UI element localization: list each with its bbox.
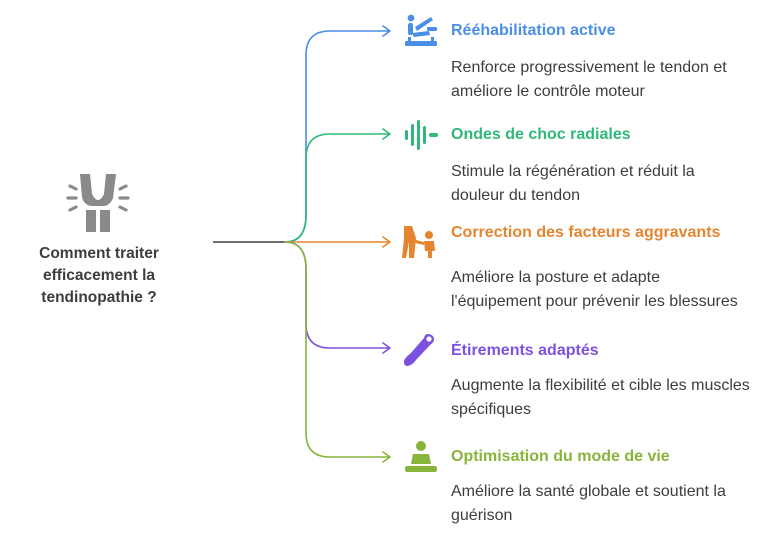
branch-title-5: Optimisation du mode de vie bbox=[451, 448, 670, 465]
branch-description-1: Renforce progressivement le tendon et am… bbox=[451, 59, 727, 100]
branch-description-5: Améliore la santé globale et soutient la… bbox=[451, 483, 726, 524]
sound-wave-icon bbox=[405, 120, 438, 150]
posture-correction-icon bbox=[402, 226, 435, 258]
knee-joint-pain-icon bbox=[66, 174, 130, 232]
branch-title-1: Rééhabilitation active bbox=[451, 22, 616, 39]
stretch-icon bbox=[404, 334, 434, 366]
branch-line-3 bbox=[284, 236, 391, 248]
branch-line-5 bbox=[284, 241, 391, 463]
branch-description-3: Améliore la posture et adapte l'équipeme… bbox=[451, 269, 738, 310]
root-question: Comment traiter efficacement la tendinop… bbox=[39, 245, 159, 306]
branch-title-2: Ondes de choc radiales bbox=[451, 126, 631, 143]
branch-line-4 bbox=[284, 241, 391, 354]
exercise-icon bbox=[405, 14, 437, 46]
branch-title-4: Étirements adaptés bbox=[451, 342, 599, 359]
branch-title-3: Correction des facteurs aggravants bbox=[451, 224, 721, 241]
branch-line-2 bbox=[284, 128, 391, 243]
branch-description-2: Stimule la régénération et réduit la dou… bbox=[451, 163, 695, 204]
branch-description-4: Augmente la flexibilité et cible les mus… bbox=[451, 377, 750, 418]
meditation-icon bbox=[405, 441, 437, 472]
